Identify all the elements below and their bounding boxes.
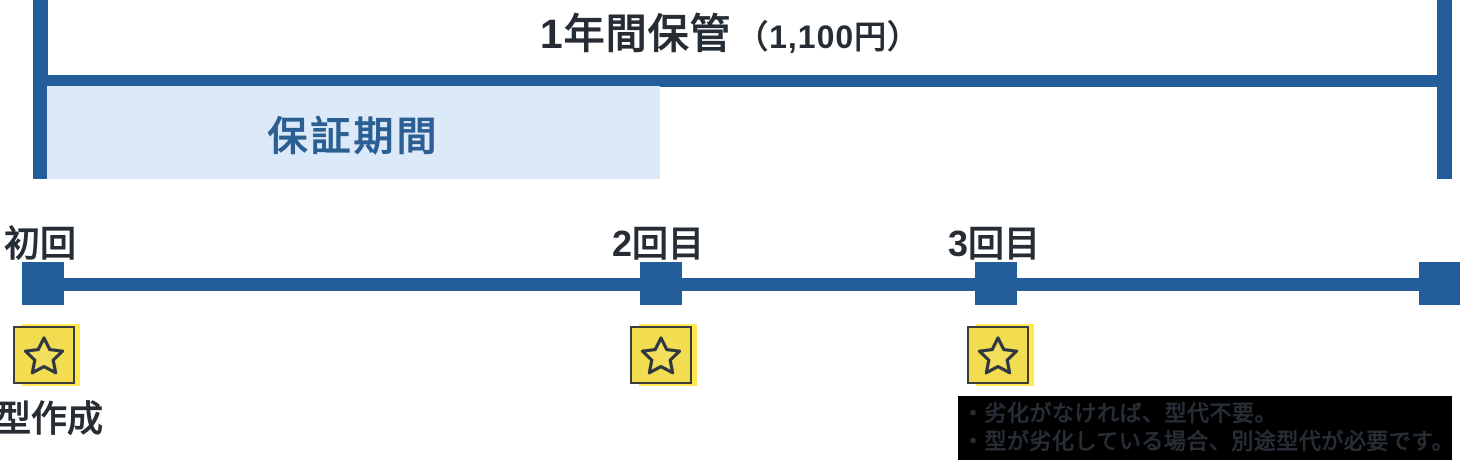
storage-price-text: （1,100円）: [736, 19, 921, 55]
star-icon: [640, 336, 682, 375]
mold-creation-label: 型作成: [0, 398, 104, 439]
timeline-marker-square-second: [640, 262, 682, 305]
timeline-label-first: 初回: [4, 223, 77, 264]
timeline-label-second: 2回目: [612, 223, 705, 264]
bracket-crossbar: [33, 75, 1452, 87]
timeline-marker-square-first: [22, 262, 64, 305]
star-box-second: [630, 326, 692, 384]
mold-fee-notes-box: ・劣化がなければ、型代不要。 ・型が劣化している場合、別途型代が必要です。: [958, 396, 1455, 460]
storage-title-text: 1年間保管: [539, 11, 732, 57]
timeline-marker-square-end: [1419, 262, 1460, 305]
timeline-marker-square-third: [975, 262, 1017, 305]
timeline-line: [40, 278, 1445, 291]
warranty-period-label: 保証期間: [267, 114, 440, 159]
mold-fee-note-line: ・型が劣化している場合、別途型代が必要です。: [962, 429, 1455, 454]
timeline-label-third: 3回目: [948, 223, 1041, 264]
star-icon: [23, 336, 65, 375]
star-box-first: [13, 326, 75, 384]
mold-fee-note-line: ・劣化がなければ、型代不要。: [962, 401, 1278, 426]
warranty-period-band: 保証期間: [47, 86, 660, 179]
star-box-third: [967, 326, 1029, 384]
bracket-left-post: [33, 0, 48, 179]
star-icon: [977, 336, 1019, 375]
bracket-right-post: [1437, 0, 1452, 179]
storage-title: 1年間保管 （1,100円）: [0, 0, 1460, 60]
